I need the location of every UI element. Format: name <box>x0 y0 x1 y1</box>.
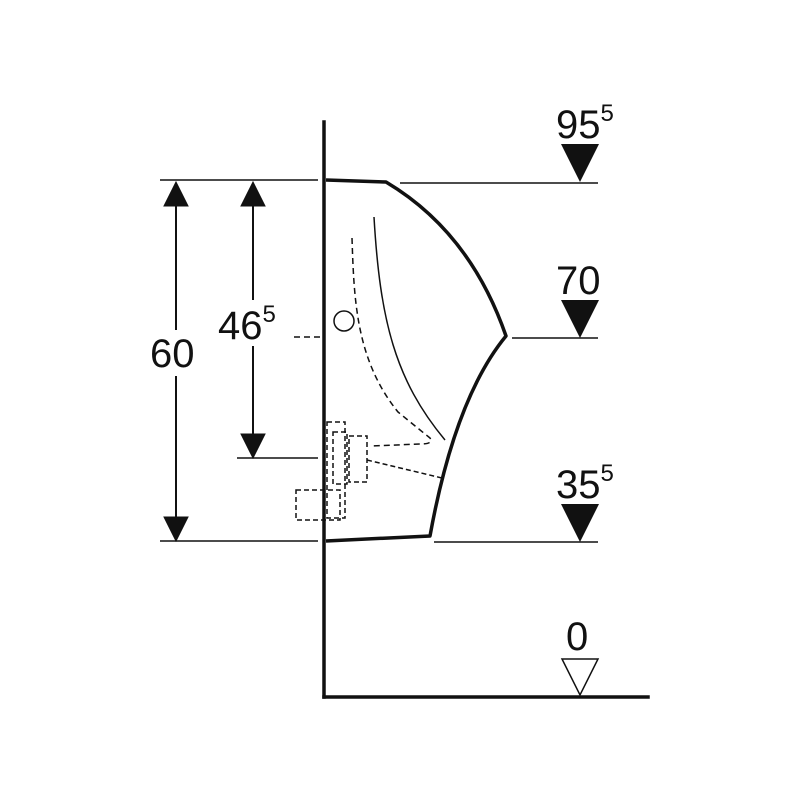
level-marker-floor: 0 <box>560 615 600 697</box>
outlet-height-label: 465 <box>218 301 276 348</box>
siphon-body <box>326 421 346 519</box>
urinal-body <box>294 178 508 543</box>
level-bottom-label: 355 <box>556 460 614 507</box>
level-top-sup: 5 <box>601 100 614 127</box>
outlet-height-value: 46 <box>218 304 263 348</box>
outlet-height-sup: 5 <box>263 301 276 328</box>
bowl-inner-line <box>373 216 446 441</box>
arrow-up-icon <box>163 180 189 207</box>
waste-connector <box>295 489 341 521</box>
arrow-down-icon <box>163 516 189 543</box>
overall-height-value: 60 <box>150 332 195 376</box>
flush-pipe-hidden <box>351 237 432 447</box>
siphon-nut-right <box>348 435 368 483</box>
level-bottom-value: 35 <box>556 463 601 507</box>
outlet-siphon-hidden <box>295 421 443 521</box>
level-triangle-filled-icon <box>561 504 599 542</box>
level-top-label: 955 <box>556 100 614 147</box>
urinal-outline <box>325 178 508 543</box>
extension-lines <box>160 179 598 543</box>
level-triangle-filled-icon <box>561 144 599 182</box>
level-floor-value: 0 <box>566 615 588 659</box>
outlet-pipe <box>366 459 443 479</box>
level-rim-label: 70 <box>556 259 601 303</box>
level-marker-rim: 70 <box>556 259 601 338</box>
level-floor-label: 0 <box>566 615 588 659</box>
arrow-down-icon <box>240 433 266 460</box>
arrow-up-icon <box>240 180 266 207</box>
level-triangle-outline-icon <box>560 658 600 697</box>
level-marker-bottom: 355 <box>556 460 614 542</box>
level-bottom-sup: 5 <box>601 460 614 487</box>
wall-floor <box>322 120 650 699</box>
overall-height-label: 60 <box>150 332 195 376</box>
inlet-hole <box>333 310 355 332</box>
level-marker-top: 955 <box>556 100 614 182</box>
label-bg-46-5 <box>216 300 290 346</box>
label-bg-60 <box>148 330 204 376</box>
level-rim-value: 70 <box>556 259 601 303</box>
level-top-value: 95 <box>556 103 601 147</box>
siphon-nut-left <box>332 431 348 485</box>
level-triangle-filled-icon <box>561 300 599 338</box>
